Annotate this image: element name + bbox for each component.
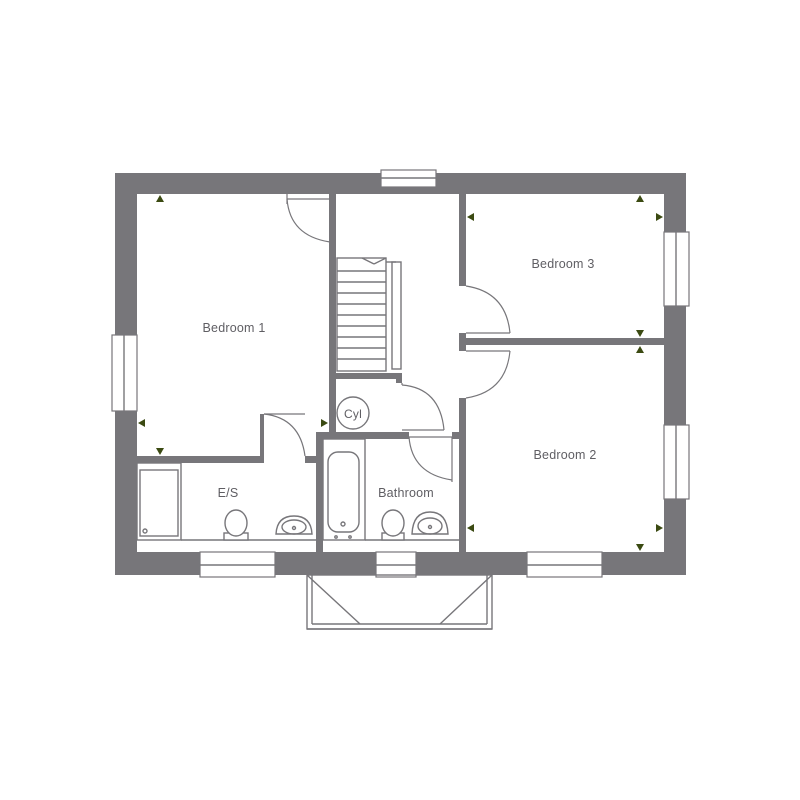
wall-bed3-bed2 <box>466 338 664 345</box>
wall-ensuite-stub <box>260 414 264 463</box>
ensuite-toilet-bowl <box>224 509 248 537</box>
marker-arrow-up <box>636 195 644 202</box>
bathroom-fittings <box>322 438 459 541</box>
bath-basin <box>411 511 449 535</box>
ensuite-fittings <box>136 462 316 541</box>
room-label-bedroom-1: Bedroom 1 <box>202 321 266 335</box>
room-label-bedroom-3: Bedroom 3 <box>531 257 595 271</box>
wall-bed3-west-upper <box>459 194 466 286</box>
wall-ensuite-north-right <box>305 456 323 463</box>
room-label-ensuite: E/S <box>217 486 239 500</box>
cylinder-label: Cyl <box>344 407 362 421</box>
marker-arrow-up <box>156 195 164 202</box>
wall-bed2-west-lower <box>459 398 466 552</box>
marker-arrow-left <box>467 213 474 221</box>
wall-landing-post <box>396 373 402 383</box>
doors <box>263 194 511 482</box>
ensuite-basin <box>275 515 313 535</box>
marker-arrow-right <box>656 213 663 221</box>
porch-canopy <box>306 574 493 630</box>
shower-tray <box>136 462 182 541</box>
room-label-bathroom: Bathroom <box>378 486 434 500</box>
room-label-bedroom-2: Bedroom 2 <box>533 448 597 462</box>
wall-landing-bath <box>316 432 409 439</box>
marker-arrow-right <box>321 419 328 427</box>
marker-arrow-left <box>467 524 474 532</box>
wall-stair-landing <box>336 373 400 379</box>
wall-ensuite-north-left <box>137 456 262 463</box>
wall-landing-bath-right <box>452 432 459 439</box>
staircase <box>336 257 402 372</box>
dimension-markers <box>138 195 663 551</box>
bath-toilet-bowl <box>381 509 405 537</box>
interior-walls <box>137 194 664 552</box>
wall-bed-west-mid <box>459 333 466 351</box>
marker-arrow-down <box>636 330 644 337</box>
cylinder-symbol <box>336 396 370 430</box>
marker-arrow-right <box>656 524 663 532</box>
wall-bath-west <box>316 432 323 552</box>
marker-arrow-up <box>636 346 644 353</box>
marker-arrow-left <box>138 419 145 427</box>
windows <box>111 169 690 578</box>
marker-arrow-down <box>636 544 644 551</box>
marker-arrow-down <box>156 448 164 455</box>
wall-bed1-east <box>329 194 336 456</box>
